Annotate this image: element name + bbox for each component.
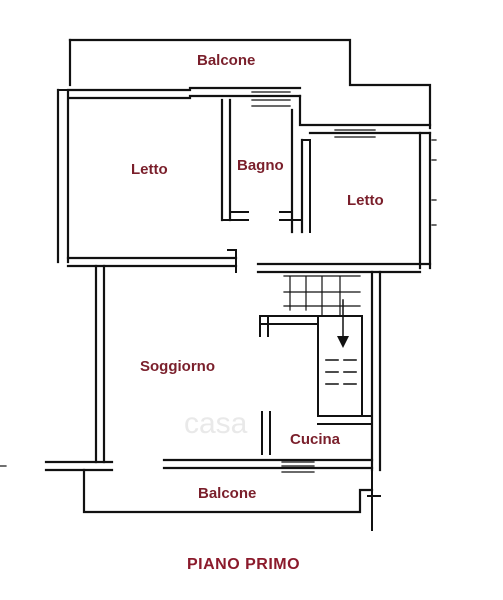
room-label-letto-right: Letto (347, 192, 384, 209)
balcony-top-outline (68, 38, 432, 130)
soggiorno-left-wall (94, 264, 106, 464)
bagno-window (251, 91, 291, 107)
right-top-wall (298, 94, 432, 135)
stair-core (317, 315, 363, 417)
bagno-right-wall (290, 108, 304, 234)
room-label-balcone-bottom: Balcone (198, 485, 257, 502)
left-outer-wall (56, 88, 70, 264)
watermark: casa (184, 407, 248, 440)
bagno-left-door-stub (221, 211, 249, 221)
letto-right-bottom-wall (256, 262, 432, 274)
room-label-balcone-top: Balcone (197, 52, 256, 69)
bagno-right-door-stub (279, 211, 303, 221)
soggiorno-left-foot (44, 460, 114, 472)
stair-right-wall (370, 270, 382, 472)
letto-right-left-wall (301, 139, 311, 233)
bottom-interior-wall (162, 458, 374, 470)
stair-dashes (325, 359, 357, 385)
stair-treads (283, 275, 361, 317)
room-label-cucina: Cucina (290, 431, 341, 448)
bagno-top-wall (188, 86, 302, 98)
cucina-top-wall (317, 415, 371, 425)
stair-arrowhead (337, 336, 349, 348)
bagno-left-wall (220, 98, 232, 222)
letto-left-door-jamb (227, 249, 237, 273)
letto-right-window (334, 129, 376, 138)
balcony-bottom-right-edge (367, 469, 381, 531)
balcony-bottom-outline (82, 468, 374, 514)
room-label-soggiorno: Soggiorno (140, 358, 215, 375)
letto-left-bottom-wall (66, 256, 238, 268)
floor-title: PIANO PRIMO (187, 556, 301, 573)
room-label-bagno: Bagno (237, 157, 284, 174)
cucina-left-wall (259, 315, 317, 337)
right-outer-wall (418, 131, 432, 270)
letto-left-top-wall (68, 88, 192, 100)
cucina-partition (261, 411, 271, 455)
cucina-window (281, 461, 315, 473)
room-label-letto-left: Letto (131, 161, 168, 178)
right-outer-ticks (431, 139, 437, 226)
